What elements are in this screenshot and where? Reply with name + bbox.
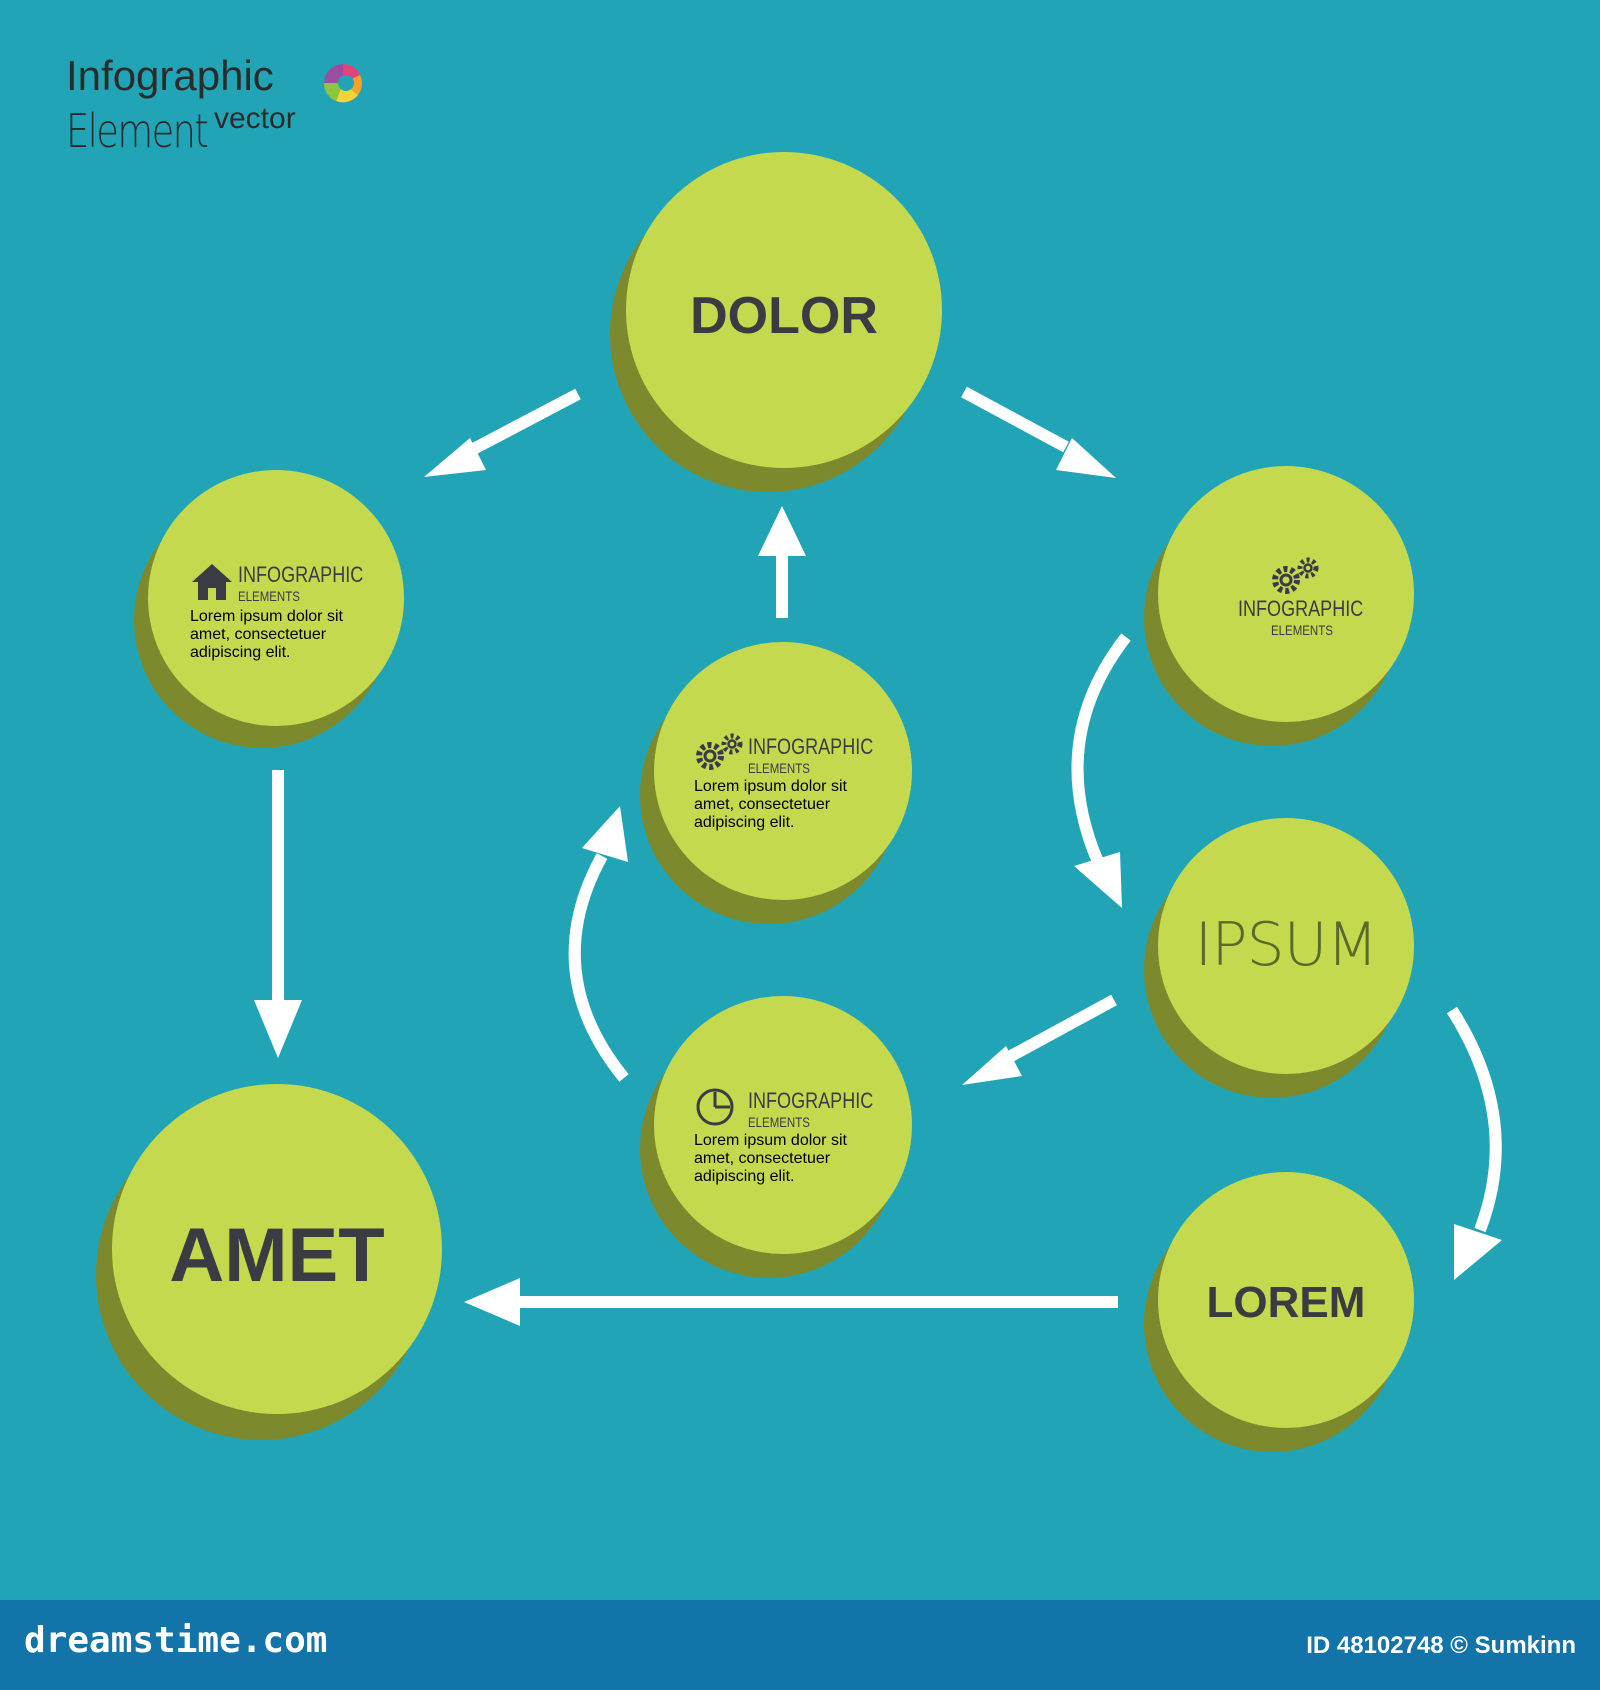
arrow-center-bottom-to-center-top-head	[582, 806, 628, 862]
gears-icon	[1272, 557, 1319, 594]
arrow-dolor-to-left-info	[459, 388, 581, 461]
node-amet: AMET	[96, 1084, 446, 1444]
node-lorem-label: LOREM	[1206, 1278, 1366, 1327]
node-center-bottom-info: INFOGRAPHIC ELEMENTS Lorem ipsum dolor s…	[640, 996, 920, 1278]
center-bottom-info-body: Lorem ipsum dolor sit amet, consectetuer…	[694, 1132, 847, 1185]
arrow-right-info-to-ipsum	[1071, 633, 1131, 865]
color-wheel-icon	[323, 64, 362, 103]
node-left-info: INFOGRAPHIC ELEMENTS Lorem ipsum dolor s…	[134, 470, 410, 748]
center-top-info-body: Lorem ipsum dolor sit amet, consectetuer…	[694, 778, 847, 831]
gears-icon	[696, 733, 743, 770]
arrow-lorem-to-amet-head	[464, 1278, 520, 1326]
footer-bar: dreamstime.com ID 48102748 © Sumkinn	[0, 1600, 1600, 1690]
footer-credit: ID 48102748 © Sumkinn	[1306, 1632, 1576, 1659]
arrow-dolor-to-left-info-head	[424, 438, 486, 477]
center-bottom-info-subtitle: ELEMENTS	[748, 1114, 810, 1130]
node-dolor-label: DOLOR	[690, 287, 878, 345]
arrow-ipsum-to-lorem-head	[1454, 1224, 1502, 1280]
clock-icon	[696, 1088, 734, 1126]
home-icon	[192, 564, 232, 600]
left-info-body: Lorem ipsum dolor sit amet, consectetuer…	[190, 608, 343, 661]
header-title-line3: vector	[214, 102, 296, 135]
arrow-dolor-to-right-info-head	[1056, 438, 1116, 478]
center-top-info-subtitle: ELEMENTS	[748, 760, 810, 776]
node-amet-label: AMET	[169, 1213, 385, 1298]
left-info-title: INFOGRAPHIC	[238, 562, 364, 587]
arrow-center-bottom-to-center-top	[568, 853, 629, 1082]
header-title-line2: Element	[66, 104, 209, 158]
center-top-info-title: INFOGRAPHIC	[748, 734, 874, 759]
footer-brand[interactable]: dreamstime.com	[24, 1620, 328, 1661]
arrow-right-info-to-ipsum-head	[1074, 852, 1122, 908]
left-info-subtitle: ELEMENTS	[238, 588, 300, 604]
header-title-block: Infographic Element vector	[66, 52, 406, 162]
arrow-center-to-dolor-head	[758, 506, 806, 556]
node-right-info: INFOGRAPHIC ELEMENTS	[1144, 466, 1420, 746]
arrow-dolor-to-right-info	[961, 386, 1069, 453]
right-info-subtitle: ELEMENTS	[1271, 622, 1333, 638]
arrow-left-info-to-amet-head	[254, 1000, 302, 1058]
node-ipsum: IPSUM	[1144, 818, 1420, 1098]
node-center-top-info: INFOGRAPHIC ELEMENTS Lorem ipsum dolor s…	[640, 642, 920, 924]
right-info-title: INFOGRAPHIC	[1238, 596, 1364, 621]
header-title-line1: Infographic	[66, 52, 274, 99]
node-lorem: LOREM	[1144, 1172, 1420, 1452]
node-ipsum-label: IPSUM	[1194, 910, 1379, 980]
arrow-ipsum-to-center-bottom-head	[962, 1046, 1022, 1085]
cycle-diagram	[254, 386, 1502, 1326]
arrow-ipsum-to-lorem	[1446, 1006, 1502, 1233]
arrow-ipsum-to-center-bottom	[997, 994, 1117, 1068]
node-dolor: DOLOR	[610, 152, 946, 498]
center-bottom-info-title: INFOGRAPHIC	[748, 1088, 874, 1113]
